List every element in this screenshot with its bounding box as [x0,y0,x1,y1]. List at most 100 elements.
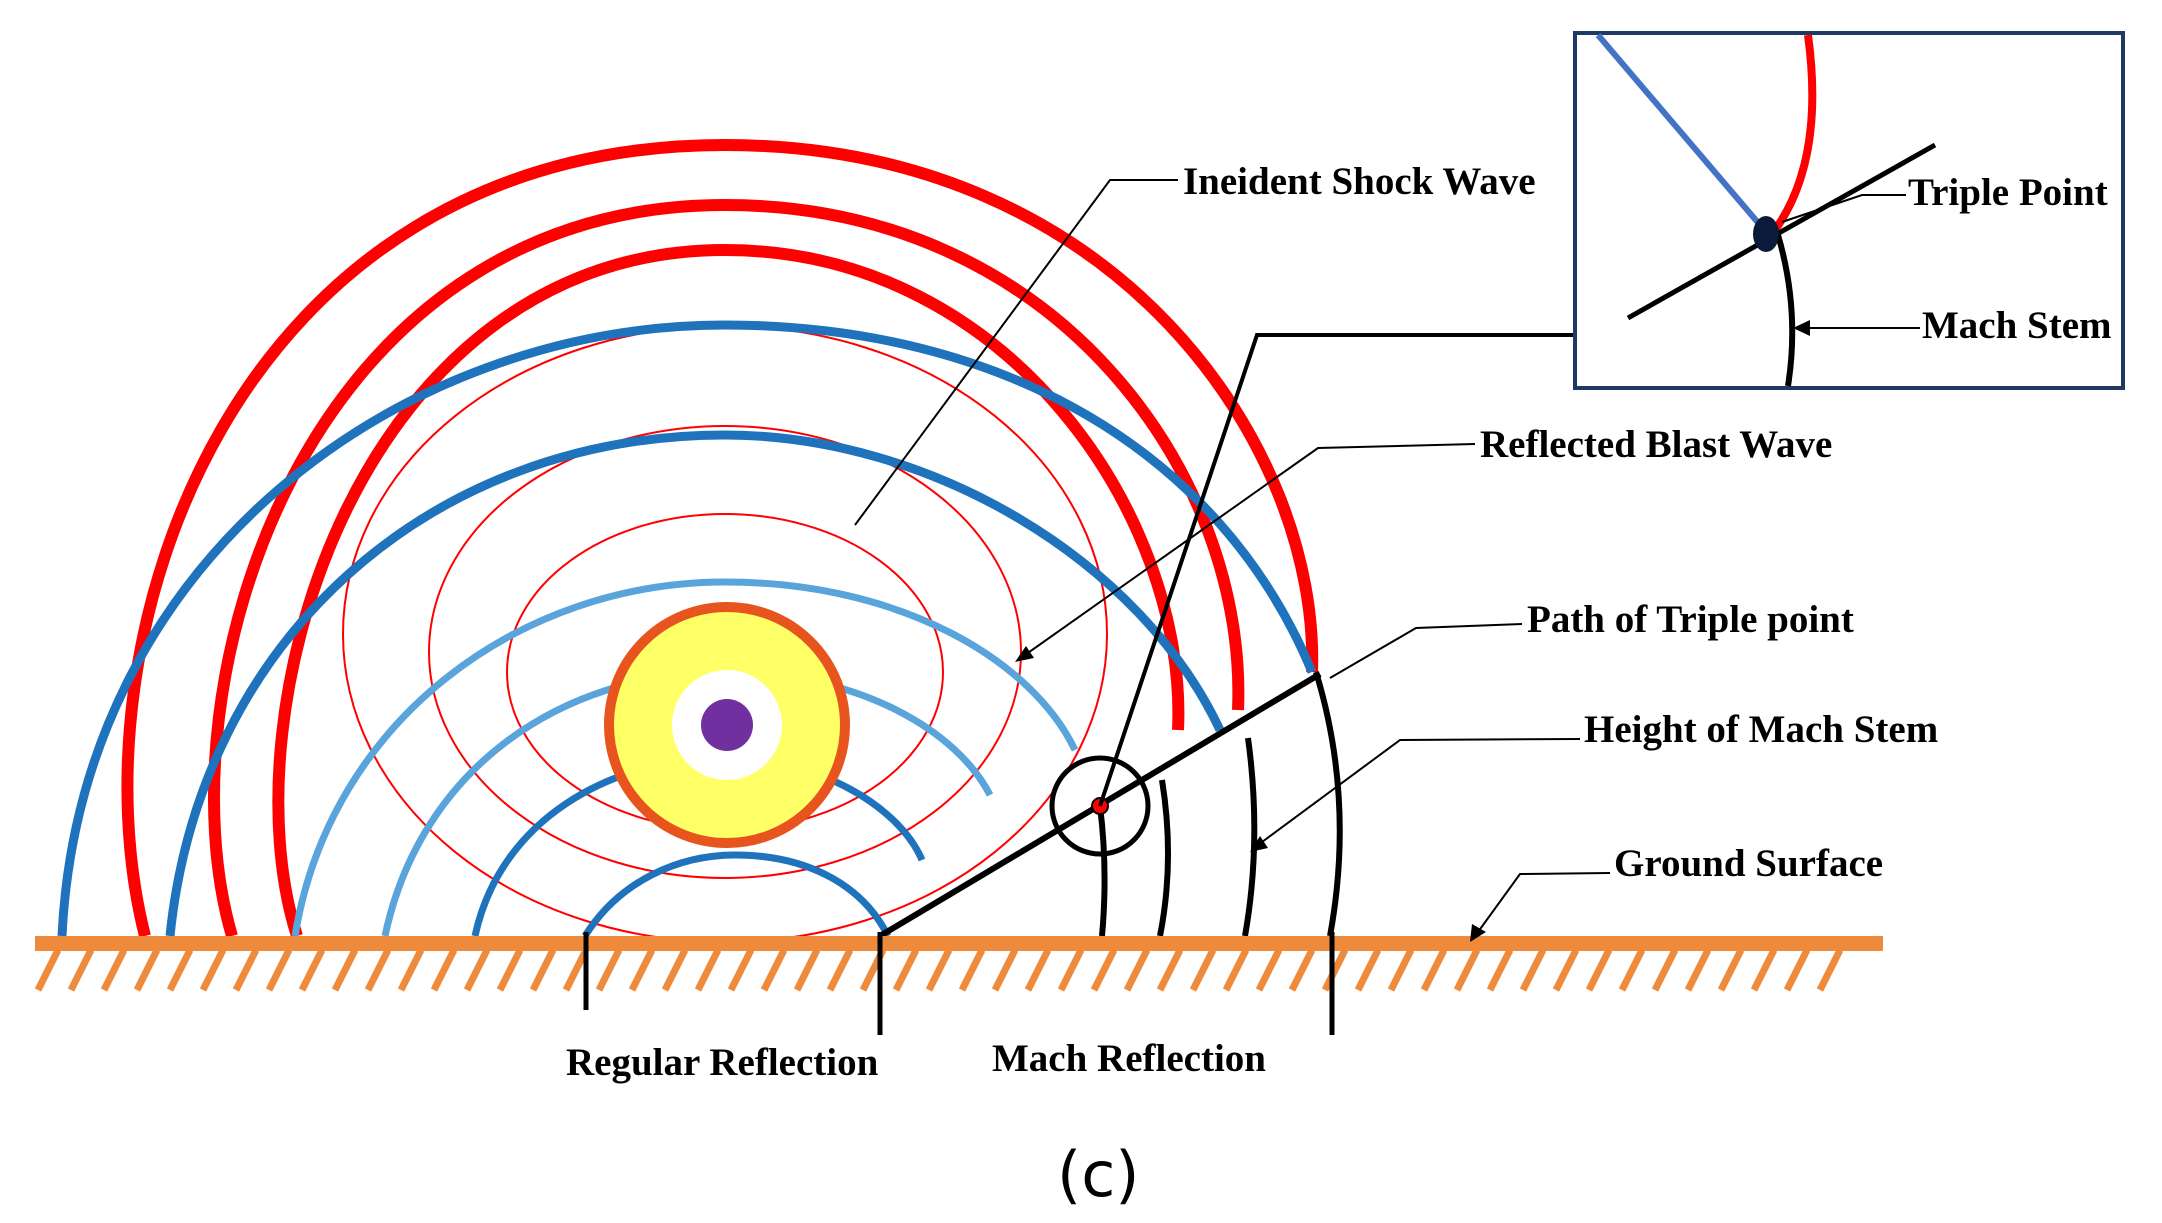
arrow-ground [1470,924,1486,942]
ground-hatch-mark [628,948,656,992]
incident-shock-waves [121,138,1319,938]
magnifier-connector [1098,333,1575,807]
text-labels: Ineident Shock Wave Triple Point Mach St… [566,160,2112,1211]
mach-stems [1097,671,1343,937]
arrow-mach-stem [1793,320,1810,336]
incident-wave-inner [272,243,1185,938]
ground-hatch-mark [397,948,425,992]
ground-hatch-mark [298,948,326,992]
inset-mach-stem [1775,234,1796,387]
ground-hatch-mark [1684,948,1712,992]
ground-hatch-mark [1288,948,1316,992]
ground-hatch-mark [892,948,920,992]
ground-line [35,936,1883,951]
ground-hatch-mark [925,948,953,992]
leader-triple-point [1781,194,1906,223]
inset-triple-point [1753,216,1779,252]
explosion-charge [604,602,850,848]
ground-hatch-mark [529,948,557,992]
ground-hatch-mark [1057,948,1085,992]
inset-incident-arc [1771,34,1817,233]
arrow-height-mach [1250,836,1268,852]
ground-hatch-mark [364,948,392,992]
leader-path-triple [1329,623,1523,679]
ground-hatch-mark [1453,948,1481,992]
label-mach-reflection: Mach Reflection [992,1037,1266,1080]
ground-hatch-mark [1585,948,1613,992]
ground-hatch-mark [34,948,62,992]
ground-hatch-mark [1420,948,1448,992]
ground-hatch-mark [1024,948,1052,992]
leader-height-mach [1257,738,1581,846]
reflected-blast-waves [57,320,1317,938]
reflected-wave-6 [582,851,892,938]
mach-stem-3 [1242,737,1258,937]
ground-hatch-mark [1387,948,1415,992]
triple-point-magnifier [1049,333,1575,857]
label-regular-reflection: Regular Reflection [566,1041,879,1084]
ground-hatch-mark [430,948,458,992]
ground-hatch-mark [1156,948,1184,992]
ground-hatch-mark [595,948,623,992]
label-incident-shock-wave: Ineident Shock Wave [1183,160,1536,203]
mach-stem-1 [1097,805,1108,937]
ground-hatch-mark [1090,948,1118,992]
reflected-wave-1 [57,320,1317,937]
ground-hatch-mark [694,948,722,992]
ground-hatch-mark [1618,948,1646,992]
mach-stem-4 [1313,671,1343,937]
ground-hatch-mark [760,948,788,992]
ground-hatch-mark [1816,948,1844,992]
label-mach-stem: Mach Stem [1922,304,2112,347]
ground-hatch-mark [67,948,95,992]
inset-reflected-line [1595,33,1769,234]
incident-wave-middle [208,198,1245,938]
ground-hatching [34,948,1844,992]
ground-hatch-mark [1321,948,1349,992]
leader-incident [854,179,1178,526]
ground-hatch-mark [1123,948,1151,992]
ground-hatch-mark [199,948,227,992]
leader-ground [1477,872,1611,933]
ground-hatch-mark [232,948,260,992]
ground-hatch-mark [661,948,689,992]
reflection-markers [583,932,1335,1035]
ground-hatch-mark [1783,948,1811,992]
arrow-reflected [1015,646,1034,662]
ground-hatch-mark [727,948,755,992]
ground-hatch-mark [1717,948,1745,992]
inset-triple-path [1626,142,1937,321]
ground-hatch-mark [826,948,854,992]
ground-hatch-mark [1354,948,1382,992]
mach-stem-2 [1157,779,1172,937]
ground-hatch-mark [562,948,590,992]
ground-hatch-mark [166,948,194,992]
ground-hatch-mark [100,948,128,992]
ground-hatch-mark [1189,948,1217,992]
ground-hatch-mark [463,948,491,992]
ground-hatch-mark [331,948,359,992]
reflected-wave-2 [165,430,1225,937]
label-height-of-mach-stem: Height of Mach Stem [1584,708,1938,751]
ground-hatch-mark [958,948,986,992]
ground-hatch-mark [793,948,821,992]
ground-hatch-mark [265,948,293,992]
ground-hatch-mark [1552,948,1580,992]
ground-hatch-mark [991,948,1019,992]
ground-hatch-mark [1750,948,1778,992]
ground-hatch-mark [1255,948,1283,992]
charge-dot [701,699,753,751]
magnifier-circle [1049,755,1151,857]
reflected-wave-3 [291,578,1079,937]
leader-lines [854,179,1920,942]
ground-hatch-mark [1222,948,1250,992]
label-ground-surface: Ground Surface [1614,842,1883,885]
ground-hatch-mark [1519,948,1547,992]
ground-hatch-mark [1651,948,1679,992]
figure-caption: (c) [1057,1138,1139,1211]
label-reflected-blast-wave: Reflected Blast Wave [1480,423,1832,466]
label-triple-point: Triple Point [1908,171,2108,214]
ground-hatch-mark [1486,948,1514,992]
incident-wave-outer [121,138,1319,938]
ground-hatch-mark [496,948,524,992]
